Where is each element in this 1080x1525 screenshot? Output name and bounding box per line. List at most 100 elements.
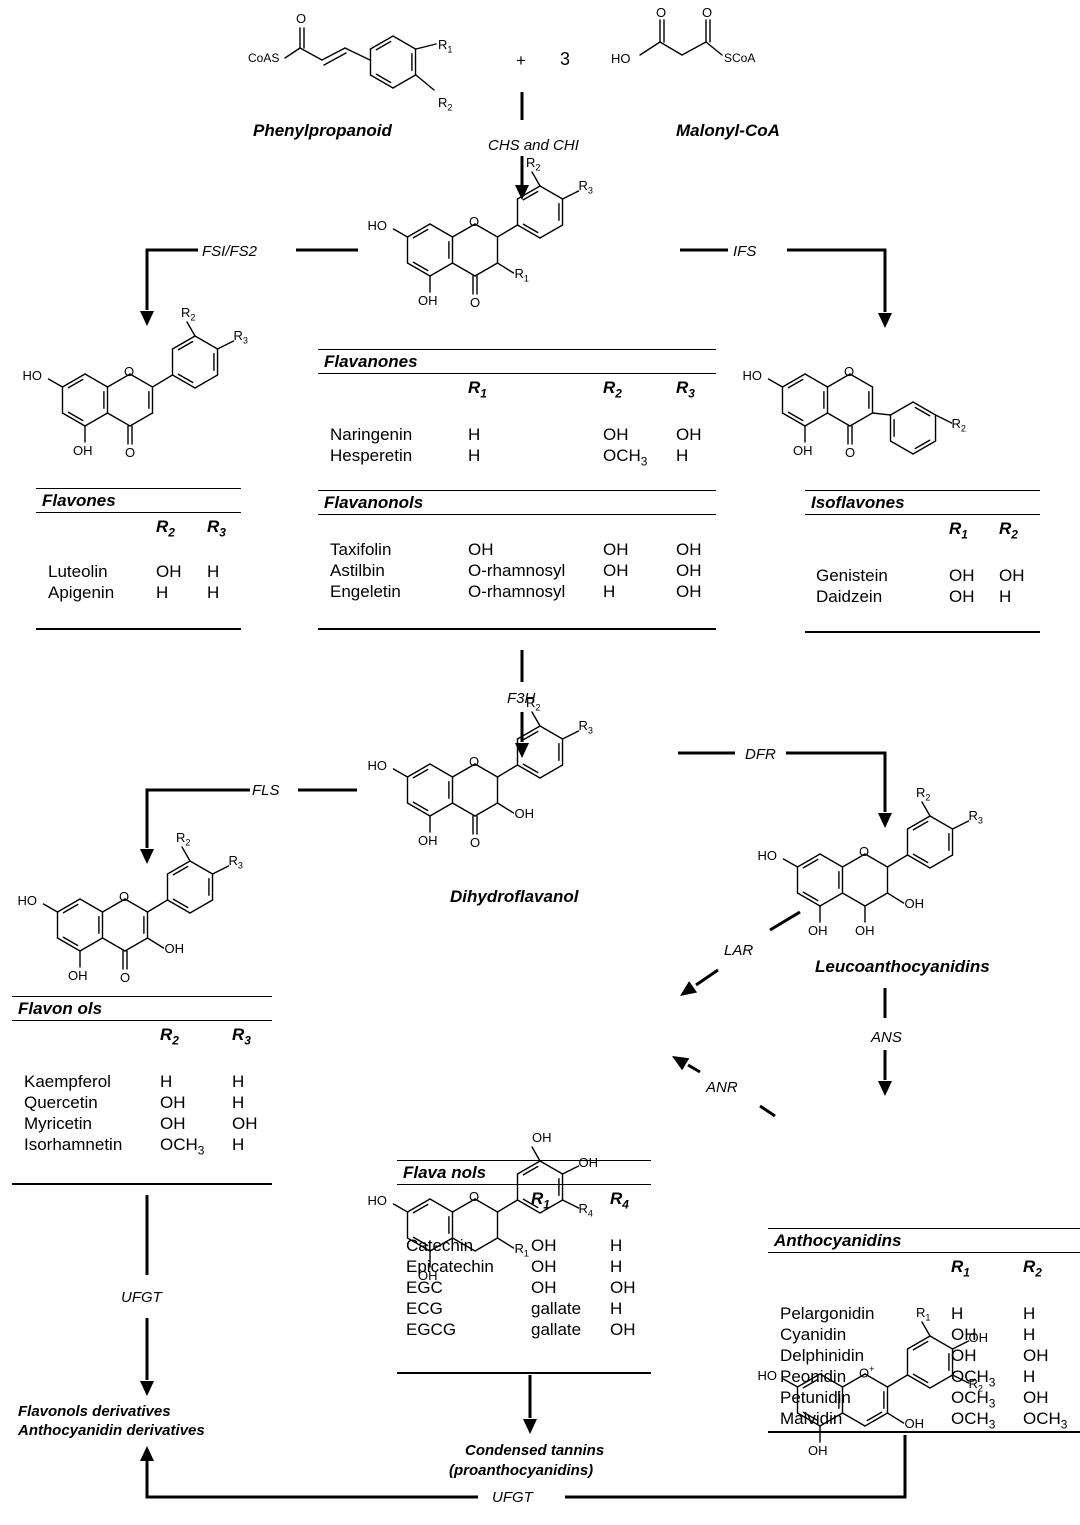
- isoflavones-header-r1: R1: [949, 519, 968, 542]
- flavanones-row-value: OH: [603, 425, 629, 444]
- ring-oxygen-label: O+: [859, 1364, 875, 1381]
- anthocyanidin-b-ring-bond: [929, 1374, 954, 1389]
- flavone-c-ring-bond: [106, 412, 131, 427]
- phenylpropanoid-bond: [284, 47, 301, 59]
- isoflavone-b-ring-double-bond: [912, 401, 937, 416]
- lar-label: LAR: [724, 942, 754, 959]
- isoflavone-b-ring-double-bond: [912, 440, 937, 455]
- header-subscript: 2: [615, 386, 622, 401]
- f3h-label: F3H: [507, 690, 536, 707]
- hydroxyl-label: OH: [578, 1155, 599, 1170]
- anthocyanidins-row-value: H: [1023, 1325, 1036, 1344]
- r-group-label: R2: [176, 830, 191, 848]
- flavanols-row-value: OH: [610, 1320, 636, 1339]
- flavanones-row-name: Hesperetin: [330, 446, 413, 465]
- flavonol-a-ring-double-bond-inner: [62, 903, 79, 914]
- flavanones-row-value: H: [676, 446, 689, 465]
- flavanones-title-rule: [318, 373, 716, 374]
- anthocyanidins-row-name: Delphinidin: [780, 1346, 865, 1365]
- anthocyanidins-row-value: OH: [951, 1325, 977, 1344]
- leucoanthocyanidin-b-ring-double-bond-inner: [912, 853, 929, 864]
- isoflavone-a-ring-bond: [804, 373, 829, 388]
- r-group-subscript: 4: [587, 1208, 593, 1219]
- isoflavone-a-ring-double-bond-inner: [787, 378, 804, 389]
- flavanones-top-rule: [318, 349, 716, 350]
- isoflavones-row-value: OH: [949, 587, 975, 606]
- isoflavone-c-ring-bond: [849, 373, 874, 388]
- flavone-a-ring-double-bond: [61, 412, 86, 427]
- lar-arrow-shaft-top: [769, 910, 801, 932]
- isoflavones-row-name: Genistein: [816, 566, 888, 585]
- header-subscript: 3: [688, 386, 695, 401]
- anthocyanidins-row-name: Cyanidin: [780, 1325, 847, 1344]
- flavonol-c-ring-bond: [124, 937, 149, 952]
- flavonol-b-ring-double-bond-inner: [172, 898, 189, 909]
- ufgt-bottom-arrow-shaft-left: [145, 1460, 478, 1499]
- stoichiometric-coefficient: 3: [560, 49, 571, 69]
- flavanol-a-ring-double-bond: [406, 1237, 431, 1252]
- r-group-label: R2: [968, 1376, 983, 1394]
- anthocyanidin-a-ring-double-bond-inner: [802, 1378, 819, 1389]
- r-group-label: R1: [916, 1305, 931, 1323]
- flavanones-header-r1: R1: [468, 378, 487, 401]
- ring-oxygen-label: O: [859, 844, 870, 859]
- isoflavone-b-ring-double-bond-inner: [914, 406, 931, 417]
- phenylpropanoid-ring-bond: [392, 35, 417, 50]
- anthocyanidin-sub-bond: [951, 1374, 970, 1384]
- hydroxyl-label: HO: [367, 218, 388, 233]
- anthocyanidins-row-value: OH: [1023, 1346, 1049, 1365]
- flavonol-b-ring-bond: [189, 860, 214, 875]
- r-group-subscript: 3: [587, 185, 593, 196]
- hydroxyl-label: HO: [22, 368, 43, 383]
- leucoanthocyanidin-c-ring-bond: [864, 892, 889, 907]
- anthocyanidin-b-ring-double-bond-inner: [912, 1373, 929, 1384]
- r-group-subscript: 2: [977, 1383, 983, 1394]
- flavanonols-row-name: Astilbin: [330, 561, 385, 580]
- flavanonols-row-value: O-rhamnosyl: [468, 582, 566, 601]
- dihydroflavanol-a-ring-double-bond: [406, 763, 431, 778]
- flavonol-linker-bond: [146, 899, 169, 913]
- leucoanthocyanidin-c-ring-bond: [864, 853, 889, 868]
- flavanonols-row-value: OH: [603, 561, 629, 580]
- dihydroflavanol-b-ring-bond: [539, 764, 564, 779]
- flavanone-core-a-ring-double-bond-inner: [412, 228, 429, 239]
- r-group-label: R3: [233, 328, 248, 346]
- isoflavone-a-ring-double-bond-inner: [787, 411, 804, 422]
- r-group-subscript: 3: [977, 815, 983, 826]
- keto-oxygen-label: O: [470, 835, 481, 850]
- flavanols-header-r4: R4: [610, 1189, 629, 1212]
- r-group-subscript: 1: [523, 1248, 529, 1259]
- dihydroflavanol-a-ring-bond: [429, 802, 454, 817]
- flavanone-core-c-ring-bond: [451, 262, 476, 277]
- r-group-subscript: 3: [242, 335, 248, 346]
- hydroxyl-label: OH: [418, 293, 438, 308]
- scoa-label: SCoA: [724, 51, 756, 65]
- flavanols-row-name: EGCG: [406, 1320, 457, 1339]
- flavone-a-ring-bond: [84, 373, 109, 388]
- hydroxyl-label: HO: [742, 368, 763, 383]
- anthocyanidin-b-ring-double-bond-inner: [912, 1340, 929, 1351]
- flavanone-core-c-ring-bond: [451, 223, 476, 238]
- flavanones-row-name: Naringenin: [330, 425, 413, 444]
- dihydroflavanol-b-ring-double-bond-inner: [522, 730, 539, 741]
- flavanol-a-ring-bond: [429, 1237, 454, 1252]
- malonyl-bond: [639, 41, 661, 56]
- flavanone-core-a-ring-double-bond: [406, 223, 431, 238]
- isoflavone-c-ring-bond: [826, 373, 851, 388]
- flavone-a-ring-double-bond: [61, 373, 86, 388]
- r-group-label: R3: [228, 853, 243, 871]
- flavanols-row-value: H: [610, 1236, 623, 1255]
- phenylpropanoid-label: Phenylpropanoid: [253, 121, 392, 140]
- flavonol-c-ring-bond: [124, 898, 149, 913]
- ufgt-bottom-label: UFGT: [492, 1489, 533, 1506]
- leucoanthocyanidins-label: Leucoanthocyanidins: [815, 957, 990, 976]
- anthocyanidins-row-value: OCH3: [1023, 1409, 1068, 1432]
- r-group-label: R1: [514, 266, 529, 284]
- anthocyanidins-title: Anthocyanidins: [774, 1231, 902, 1250]
- flavone-a-ring-double-bond-inner: [67, 378, 84, 389]
- anthocyanidins-row-name: Pelargonidin: [780, 1304, 875, 1323]
- flavonols-row-value: OCH3: [160, 1135, 205, 1158]
- r-group-subscript: 2: [535, 162, 541, 173]
- flavanols-row-value: OH: [531, 1278, 557, 1297]
- r-group-subscript: 2: [960, 423, 966, 434]
